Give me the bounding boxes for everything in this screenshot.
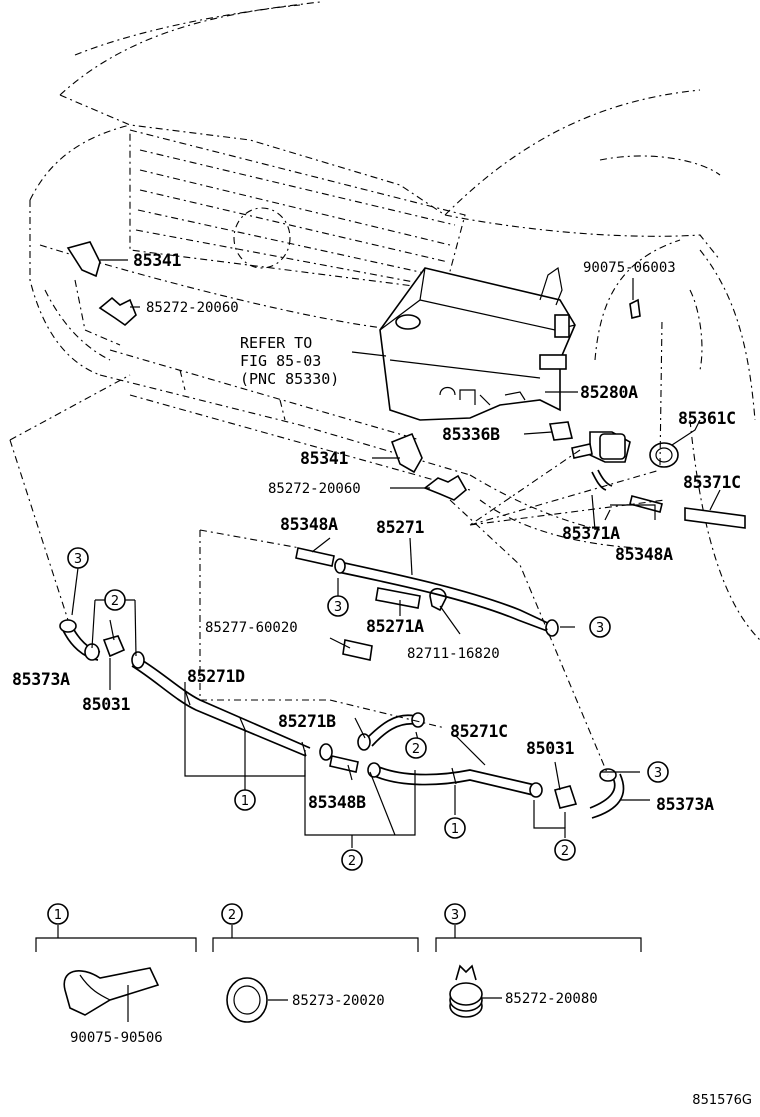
label-85277-60020: 85277-60020 — [205, 620, 298, 636]
label-85371C: 85371C — [683, 473, 741, 492]
label-85272-20060-mid: 85272-20060 — [268, 481, 361, 497]
refer-note-line-1: REFER TO — [240, 334, 312, 352]
label-85371A: 85371A — [562, 524, 620, 543]
label-85031-right: 85031 — [526, 739, 575, 758]
legend — [35, 925, 642, 1023]
label-85271A: 85271A — [366, 617, 424, 636]
callout-3: 3 — [74, 552, 82, 567]
refer-note-line-3: (PNC 85330) — [240, 370, 339, 388]
label-85031-left: 85031 — [82, 695, 131, 714]
callout-2: 2 — [412, 742, 420, 757]
label-85348A-left: 85348A — [280, 515, 338, 534]
callout-2: 2 — [561, 844, 569, 859]
label-82711-16820: 82711-16820 — [407, 646, 500, 662]
figure-code: 851576G — [692, 1093, 752, 1108]
label-85271D: 85271D — [187, 667, 245, 686]
label-90075-06003: 90075-06003 — [583, 260, 676, 276]
legend-number-2: 2 — [228, 908, 236, 923]
callout-3: 3 — [654, 766, 662, 781]
callout-2: 2 — [348, 854, 356, 869]
legend-part-2: 85273-20020 — [292, 993, 385, 1009]
label-85348A-right: 85348A — [615, 545, 673, 564]
label-85271: 85271 — [376, 518, 425, 537]
legend-part-1: 90075-90506 — [70, 1030, 163, 1046]
label-85373A-left: 85373A — [12, 670, 70, 689]
label-85361C: 85361C — [678, 409, 736, 428]
washer-jar — [379, 266, 576, 421]
label-85373A-right: 85373A — [656, 795, 714, 814]
dashed-boundaries — [9, 319, 666, 776]
callout-2: 2 — [111, 594, 119, 609]
label-85280A: 85280A — [580, 383, 638, 402]
callouts: 3 2 3 3 2 3 1 1 2 2 1 2 3 — [47, 547, 669, 925]
label-85341-top: 85341 — [133, 251, 182, 270]
callout-1: 1 — [451, 822, 459, 837]
callout-1: 1 — [241, 794, 249, 809]
legend-number-1: 1 — [54, 908, 62, 923]
legend-part-3: 85272-20080 — [505, 991, 598, 1007]
label-85341-mid: 85341 — [300, 449, 349, 468]
hoses — [59, 558, 625, 819]
label-85348B: 85348B — [308, 793, 366, 812]
label-85272-20060-top: 85272-20060 — [146, 300, 239, 316]
legend-number-3: 3 — [451, 908, 459, 923]
label-85271B: 85271B — [278, 712, 336, 731]
label-85271C: 85271C — [450, 722, 508, 741]
label-85336B: 85336B — [442, 425, 500, 444]
small-parts — [66, 241, 746, 661]
callout-3: 3 — [334, 600, 342, 615]
refer-note-line-2: FIG 85-03 — [240, 352, 321, 370]
part-labels: 85341 85272-20060 90075-06003 85280A 853… — [12, 251, 752, 1108]
callout-3: 3 — [596, 621, 604, 636]
